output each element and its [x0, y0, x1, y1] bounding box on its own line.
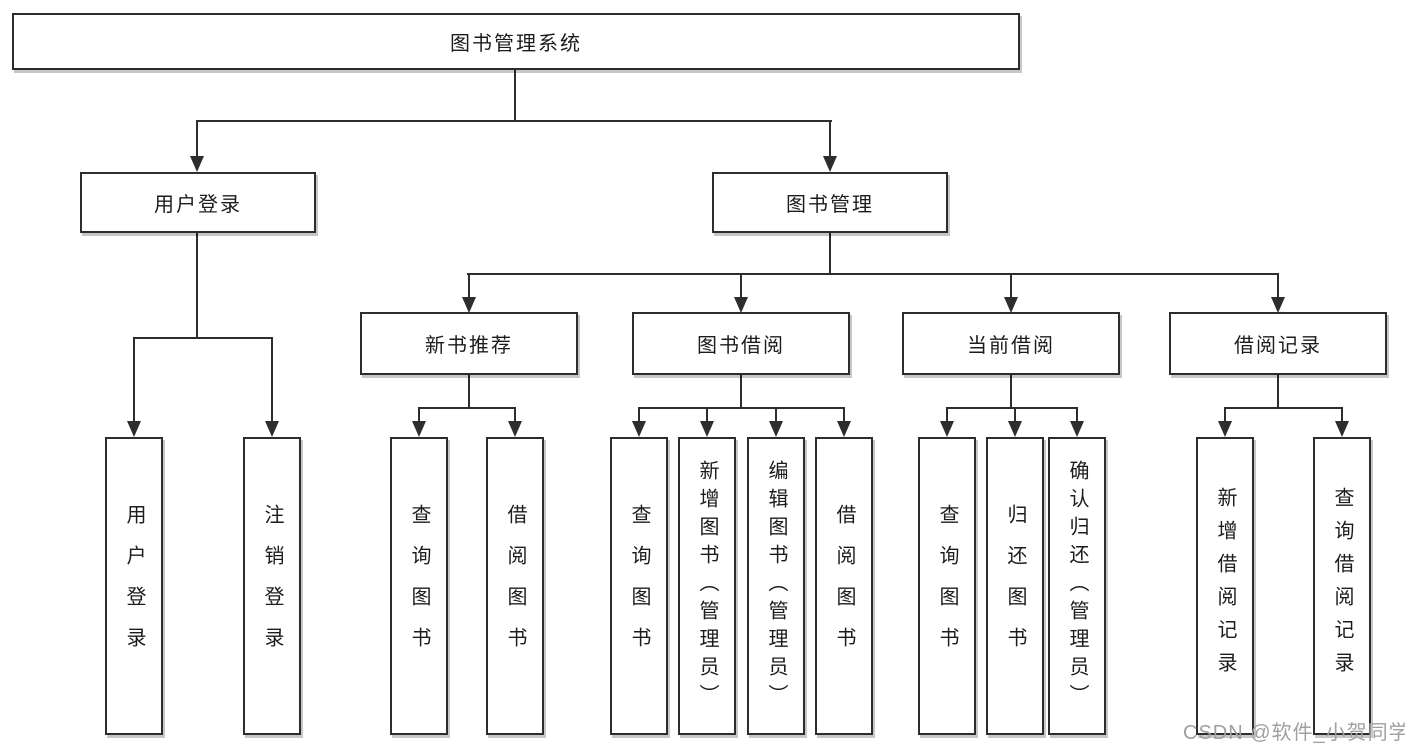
arrowhead-down-icon: [1335, 421, 1349, 437]
arrowhead-down-icon: [1070, 421, 1084, 437]
connector-line: [418, 407, 420, 425]
connector-line: [638, 407, 845, 409]
leaf-add-borrow-record: 新增借阅记录: [1196, 437, 1254, 735]
leaf-query-book-2-label: 查询图书: [628, 504, 650, 668]
node-book-management-label: 图书管理: [786, 194, 874, 216]
leaf-logout: 注销登录: [243, 437, 301, 735]
connector-line: [468, 375, 470, 409]
arrowhead-down-icon: [127, 421, 141, 437]
leaf-return-book-label: 归还图书: [1004, 504, 1026, 668]
connector-line: [514, 407, 516, 425]
connector-line: [1277, 375, 1279, 409]
arrowhead-down-icon: [190, 156, 204, 172]
node-borrow-record-label: 借阅记录: [1234, 335, 1322, 357]
node-book-management: 图书管理: [712, 172, 948, 233]
node-user-login: 用户登录: [80, 172, 316, 233]
arrowhead-down-icon: [823, 156, 837, 172]
leaf-add-book-admin: 新增图书（管理员）: [678, 437, 736, 735]
leaf-query-borrow-record: 查询借阅记录: [1313, 437, 1371, 735]
leaf-query-book-3: 查询图书: [918, 437, 976, 735]
leaf-confirm-return-admin: 确认归还（管理员）: [1048, 437, 1106, 735]
connector-line: [1014, 407, 1016, 425]
connector-line: [133, 337, 273, 339]
arrowhead-down-icon: [1218, 421, 1232, 437]
connector-line: [196, 120, 832, 122]
node-user-login-label: 用户登录: [154, 194, 242, 216]
node-root: 图书管理系统: [12, 13, 1020, 70]
node-current-borrow-label: 当前借阅: [967, 335, 1055, 357]
node-book-borrow-label: 图书借阅: [697, 335, 785, 357]
connector-line: [1010, 273, 1012, 303]
leaf-borrow-book-2: 借阅图书: [815, 437, 873, 735]
arrowhead-down-icon: [265, 421, 279, 437]
arrowhead-down-icon: [700, 421, 714, 437]
connector-line: [196, 233, 198, 339]
connector-line: [133, 337, 135, 425]
connector-line: [829, 233, 831, 275]
leaf-edit-book-admin-label: 编辑图书（管理员）: [765, 460, 787, 712]
arrowhead-down-icon: [734, 297, 748, 313]
leaf-borrow-book-1-label: 借阅图书: [504, 504, 526, 668]
leaf-edit-book-admin: 编辑图书（管理员）: [747, 437, 805, 735]
node-root-label: 图书管理系统: [450, 33, 582, 55]
arrowhead-down-icon: [412, 421, 426, 437]
leaf-borrow-book-1: 借阅图书: [486, 437, 544, 735]
connector-line: [468, 273, 470, 303]
connector-line: [1277, 273, 1279, 303]
leaf-confirm-return-admin-label: 确认归还（管理员）: [1066, 460, 1088, 712]
connector-line: [514, 70, 516, 122]
connector-line: [1076, 407, 1078, 425]
leaf-query-borrow-record-label: 查询借阅记录: [1331, 487, 1353, 685]
arrowhead-down-icon: [837, 421, 851, 437]
arrowhead-down-icon: [769, 421, 783, 437]
arrowhead-down-icon: [1271, 297, 1285, 313]
node-current-borrow: 当前借阅: [902, 312, 1120, 375]
arrowhead-down-icon: [1008, 421, 1022, 437]
leaf-user-login: 用户登录: [105, 437, 163, 735]
connector-line: [946, 407, 948, 425]
connector-line: [843, 407, 845, 425]
connector-line: [271, 337, 273, 425]
connector-line: [1224, 407, 1226, 425]
leaf-query-book-1: 查询图书: [390, 437, 448, 735]
leaf-query-book-1-label: 查询图书: [408, 504, 430, 668]
node-book-borrow: 图书借阅: [632, 312, 850, 375]
connector-line: [418, 407, 516, 409]
leaf-query-book-3-label: 查询图书: [936, 504, 958, 668]
arrowhead-down-icon: [508, 421, 522, 437]
connector-line: [467, 273, 1279, 275]
leaf-add-borrow-record-label: 新增借阅记录: [1214, 487, 1236, 685]
node-borrow-record: 借阅记录: [1169, 312, 1387, 375]
leaf-user-login-label: 用户登录: [123, 504, 145, 668]
leaf-logout-label: 注销登录: [261, 504, 283, 668]
connector-line: [1010, 375, 1012, 409]
connector-line: [946, 407, 1078, 409]
connector-line: [829, 120, 831, 162]
connector-line: [706, 407, 708, 425]
connector-line: [775, 407, 777, 425]
node-new-book-recommend: 新书推荐: [360, 312, 578, 375]
csdn-watermark: CSDN @软件_小贺同学: [1183, 722, 1405, 744]
leaf-return-book: 归还图书: [986, 437, 1044, 735]
connector-line: [638, 407, 640, 425]
node-new-book-recommend-label: 新书推荐: [425, 335, 513, 357]
arrowhead-down-icon: [940, 421, 954, 437]
connector-line: [1224, 407, 1343, 409]
leaf-borrow-book-2-label: 借阅图书: [833, 504, 855, 668]
connector-line: [1341, 407, 1343, 425]
connector-line: [196, 120, 198, 162]
connector-line: [740, 375, 742, 409]
arrowhead-down-icon: [632, 421, 646, 437]
arrowhead-down-icon: [1004, 297, 1018, 313]
leaf-query-book-2: 查询图书: [610, 437, 668, 735]
leaf-add-book-admin-label: 新增图书（管理员）: [696, 460, 718, 712]
connector-line: [740, 273, 742, 303]
arrowhead-down-icon: [462, 297, 476, 313]
